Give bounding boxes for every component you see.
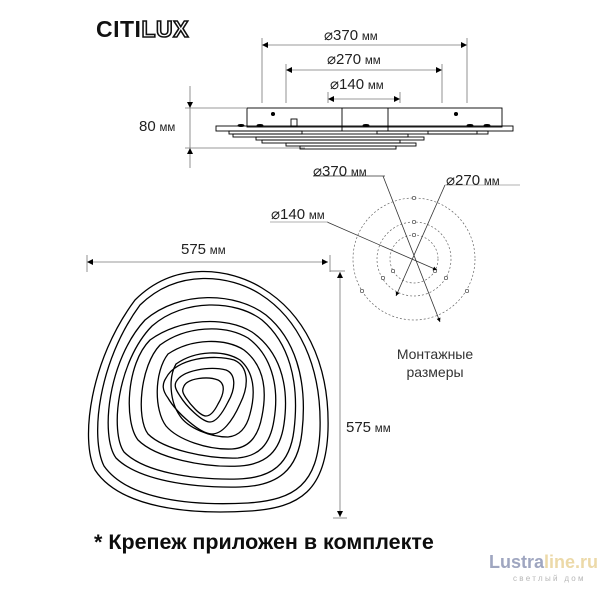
mounting-diagram [270,175,520,323]
top-view-dimensions [86,255,347,519]
diameter-value: 140 [339,76,365,93]
mount-diameter-140-label: ⌀140 мм [271,207,325,224]
mounting-caption: Монтажные размеры [380,345,490,381]
diameter-value: 140 [280,206,306,223]
height-unit: мм [159,122,176,134]
side-view-lamp-profile [215,107,514,150]
diameter-symbol: ⌀ [330,76,340,93]
height-value: 80 [139,118,156,135]
side-diameter-270-label: ⌀270 мм [327,52,381,69]
depth-value: 575 [346,419,372,436]
mounting-hardware-footnote: * Крепеж приложен в комплекте [94,530,434,554]
caption-line-2: размеры [406,364,464,380]
mount-diameter-270-label: ⌀270 мм [446,173,500,190]
diameter-symbol: ⌀ [446,172,456,189]
top-depth-label: 575 мм [346,420,391,437]
diameter-symbol: ⌀ [327,51,337,68]
side-diameter-370-label: ⌀370 мм [324,28,378,45]
side-view-dimensions [185,38,468,168]
watermark-part-1: Lustra [489,552,545,572]
diameter-symbol: ⌀ [271,206,281,223]
width-value: 575 [181,241,207,258]
watermark: Lustraline.ru светлый дом [489,552,599,583]
logo-outline-text: LUX [141,15,190,43]
brand-logo: CITILUX [96,15,190,43]
top-view-lamp-rings [87,270,329,513]
caption-line-1: Монтажные [396,346,474,362]
diameter-unit: мм [367,80,384,92]
diameter-unit: мм [361,31,378,43]
watermark-part-2: line.ru [544,552,599,572]
logo-solid-text: CITI [96,16,142,42]
diameter-symbol: ⌀ [313,163,323,180]
diameter-value: 370 [322,163,348,180]
diameter-value: 270 [336,51,362,68]
mount-diameter-370-label: ⌀370 мм [313,164,367,181]
depth-unit: мм [374,423,391,435]
diameter-unit: мм [364,55,381,67]
diameter-value: 370 [333,27,359,44]
side-height-label: 80 мм [139,119,175,136]
diameter-unit: мм [308,210,325,222]
width-unit: мм [209,245,226,257]
watermark-tagline: светлый дом [513,574,586,583]
diameter-unit: мм [483,176,500,188]
diameter-unit: мм [350,167,367,179]
diameter-symbol: ⌀ [324,27,334,44]
top-width-label: 575 мм [181,242,226,259]
side-diameter-140-label: ⌀140 мм [330,77,384,94]
diameter-value: 270 [455,172,481,189]
